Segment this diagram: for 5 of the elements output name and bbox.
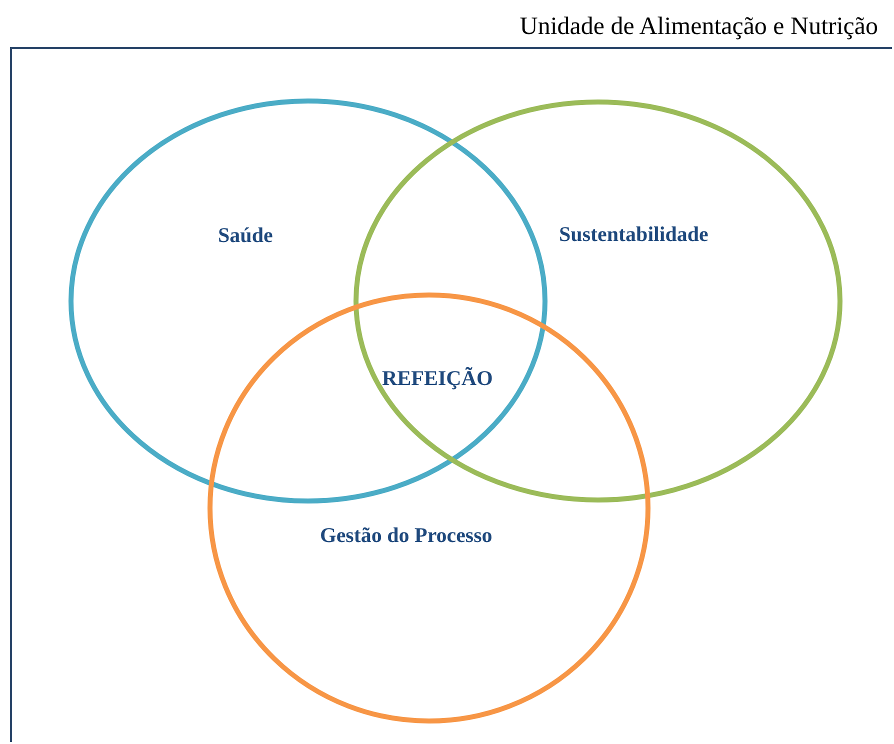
heading: Unidade de Alimentação e Nutrição	[520, 13, 878, 41]
circle-label: Saúde	[218, 223, 273, 248]
circle-label: Gestão do Processo	[320, 523, 492, 548]
center-label: REFEIÇÃO	[382, 366, 493, 391]
circle-label: Sustentabilidade	[559, 222, 708, 247]
